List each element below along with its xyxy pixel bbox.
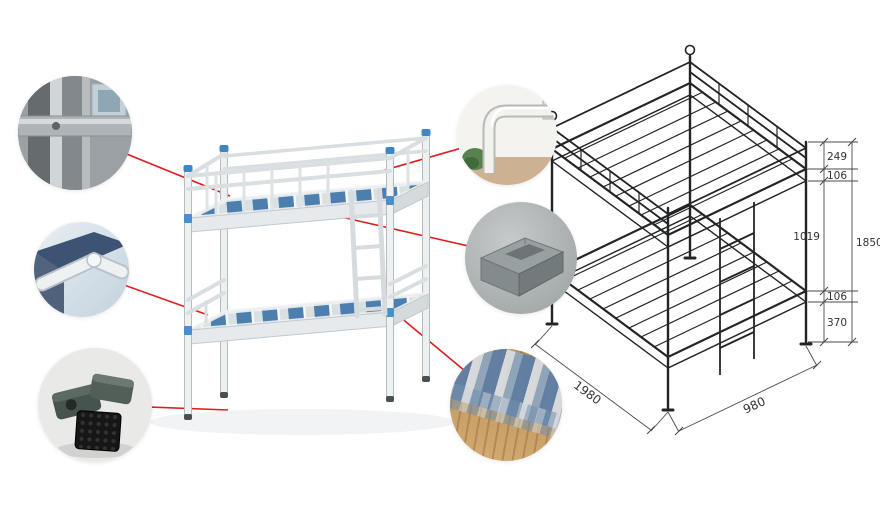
ladder bbox=[348, 187, 388, 319]
guardrail-spindles bbox=[205, 147, 410, 216]
frame-corner-graphic bbox=[34, 232, 129, 317]
lower-deck bbox=[189, 292, 429, 345]
lower-slats bbox=[564, 213, 793, 348]
callout-wood-slats bbox=[450, 349, 562, 461]
callout-plastic-feet bbox=[38, 348, 152, 462]
callout-frame-corner bbox=[34, 222, 129, 317]
upper-guardrail bbox=[186, 136, 428, 191]
dim-upper-frame-depth: 106 bbox=[827, 170, 847, 182]
dim-total-height: 1850 bbox=[856, 237, 880, 249]
blue-caps bbox=[183, 129, 431, 335]
dim-bunk-gap: 1019 bbox=[793, 231, 820, 243]
dim-lower-frame-depth: 106 bbox=[827, 291, 847, 303]
bunk-bed-photo bbox=[150, 129, 454, 435]
wireframe-diagram bbox=[545, 44, 813, 412]
floor-shadow bbox=[150, 409, 454, 435]
callout-guardrail-tube bbox=[457, 85, 557, 185]
steel-bracket-graphic bbox=[479, 237, 565, 297]
dim-lower-bed-height: 370 bbox=[827, 317, 847, 329]
upper-slats bbox=[564, 91, 793, 226]
dim-guardrail-height: 249 bbox=[827, 151, 847, 163]
plastic-feet-graphic bbox=[51, 373, 136, 458]
lower-end-rails bbox=[186, 264, 428, 324]
callout-frame-joint bbox=[18, 76, 132, 190]
bed-feet bbox=[184, 376, 430, 420]
guardrail-tube-graphic bbox=[457, 100, 557, 185]
upper-deck bbox=[189, 180, 429, 233]
dimension-annotations: 249 106 1019 1850 106 370 1980 980 bbox=[530, 137, 880, 436]
callout-steel-bracket bbox=[465, 202, 577, 314]
frame-joint-graphic bbox=[18, 76, 132, 190]
dim-width: 980 bbox=[741, 394, 768, 416]
wireframe-ladder bbox=[719, 202, 755, 375]
post-knob bbox=[684, 44, 696, 56]
